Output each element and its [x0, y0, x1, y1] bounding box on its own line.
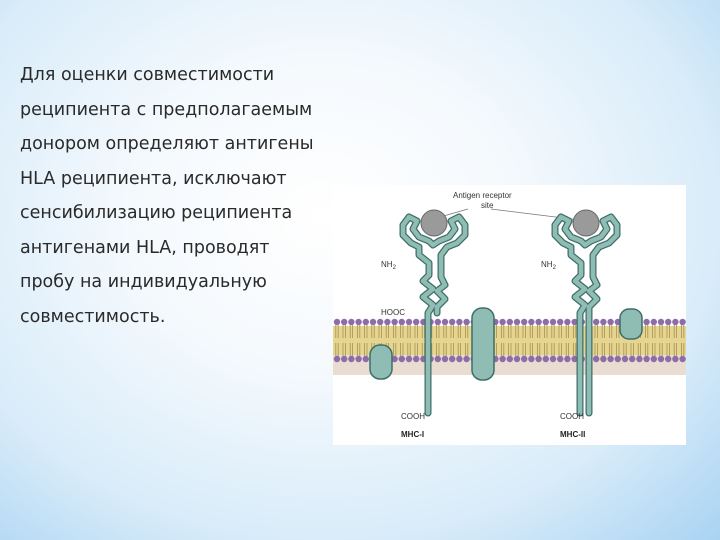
lipid-head	[672, 356, 678, 362]
lipid-head	[658, 356, 664, 362]
lipid-head	[334, 356, 340, 362]
lipid-head	[355, 319, 361, 325]
lipid-head	[341, 356, 347, 362]
lipid-head	[341, 319, 347, 325]
receptor-site-label-line1: Antigen receptor	[453, 191, 512, 200]
lipid-head	[615, 356, 621, 362]
mhc-ii-label: MHC-II	[560, 430, 585, 439]
lipid-head	[456, 319, 462, 325]
lipid-head	[384, 319, 390, 325]
lipid-head	[463, 356, 469, 362]
beta2-microglobulin	[370, 345, 392, 379]
mhc-diagram-svg: Antigen receptor site NH2 NH2 HOOC COOH …	[333, 185, 686, 445]
lipid-head	[643, 319, 649, 325]
lipid-head	[550, 356, 556, 362]
slide-body-text: Для оценки совместимости реципиента с пр…	[20, 58, 350, 334]
lipid-head	[370, 319, 376, 325]
lipid-head	[449, 356, 455, 362]
lipid-head	[413, 319, 419, 325]
lipid-head	[377, 319, 383, 325]
lipid-head	[449, 319, 455, 325]
lipid-head	[593, 356, 599, 362]
lipid-head	[679, 356, 685, 362]
cytoplasm-space	[333, 375, 686, 445]
lipid-head	[535, 356, 541, 362]
lipid-head	[499, 319, 505, 325]
lipid-head	[543, 319, 549, 325]
lipid-head	[521, 319, 527, 325]
lipid-head	[363, 356, 369, 362]
lipid-head	[600, 319, 606, 325]
lipid-head	[456, 356, 462, 362]
lipid-head	[399, 356, 405, 362]
lipid-head	[651, 356, 657, 362]
lipid-head	[442, 319, 448, 325]
lipid-head	[334, 319, 340, 325]
lipid-head	[535, 319, 541, 325]
lipid-head	[507, 356, 513, 362]
lipid-head	[391, 319, 397, 325]
lipid-head	[672, 319, 678, 325]
lipid-head	[564, 356, 570, 362]
extracellular-space	[333, 185, 686, 320]
lipid-head	[607, 356, 613, 362]
mhc-i-antigen-knob	[421, 210, 447, 236]
lipid-head	[528, 356, 534, 362]
lipid-head	[413, 356, 419, 362]
mhc-diagram: Antigen receptor site NH2 NH2 HOOC COOH …	[333, 185, 686, 445]
lipid-head	[507, 319, 513, 325]
lipid-head	[406, 356, 412, 362]
lipid-head	[665, 356, 671, 362]
lipid-head	[399, 319, 405, 325]
cooh-label-left: COOH	[401, 412, 425, 421]
lipid-head	[651, 319, 657, 325]
lipid-head	[442, 356, 448, 362]
lipid-head	[543, 356, 549, 362]
lipid-head	[665, 319, 671, 325]
lipid-head	[636, 356, 642, 362]
receptor-site-label-line2: site	[481, 201, 494, 210]
lipid-head	[348, 356, 354, 362]
lipid-head	[499, 356, 505, 362]
lipid-head	[406, 319, 412, 325]
lipid-head	[679, 319, 685, 325]
lipid-head	[593, 319, 599, 325]
lipid-head	[564, 319, 570, 325]
membrane-protein-center	[472, 308, 494, 380]
lipid-head	[514, 319, 520, 325]
hooc-label: HOOC	[381, 308, 405, 317]
lipid-head	[557, 356, 563, 362]
membrane-protein-right	[620, 309, 642, 339]
lipid-head	[629, 356, 635, 362]
lipid-head	[528, 319, 534, 325]
lipid-head	[435, 356, 441, 362]
lipid-head	[514, 356, 520, 362]
lipid-head	[643, 356, 649, 362]
lipid-head	[521, 356, 527, 362]
lipid-head	[607, 319, 613, 325]
lipid-head	[600, 356, 606, 362]
lipid-head	[658, 319, 664, 325]
mhc-i-label: MHC-I	[401, 430, 424, 439]
lipid-head	[622, 356, 628, 362]
mhc-ii-antigen-knob	[573, 210, 599, 236]
lipid-head	[363, 319, 369, 325]
lipid-head	[557, 319, 563, 325]
cooh-label-right: COOH	[560, 412, 584, 421]
lipid-head	[348, 319, 354, 325]
lipid-head	[435, 319, 441, 325]
lipid-head	[463, 319, 469, 325]
lipid-head	[355, 356, 361, 362]
lipid-head	[550, 319, 556, 325]
